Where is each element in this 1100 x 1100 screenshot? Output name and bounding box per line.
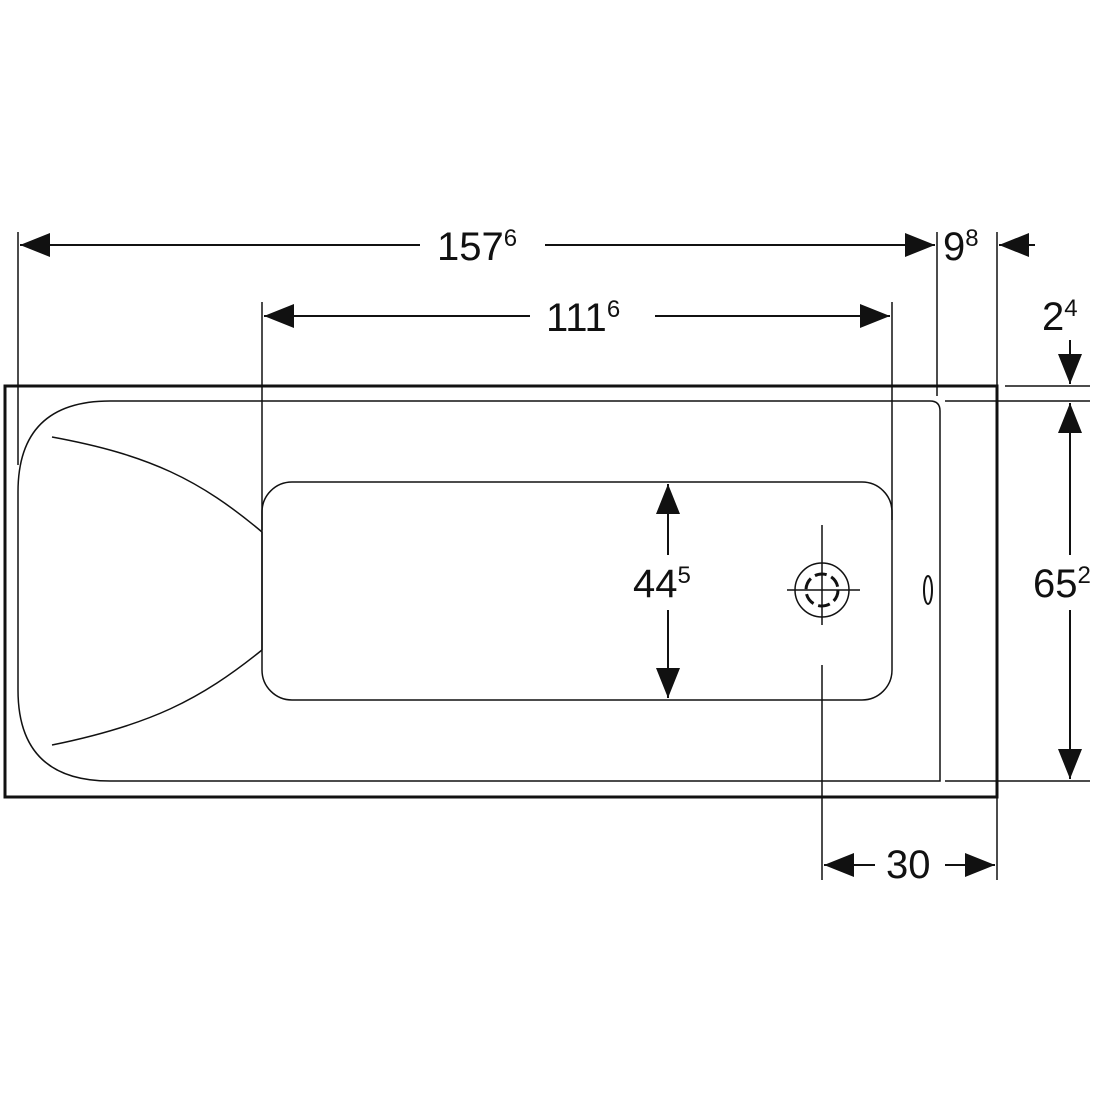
tub-outer-rim	[3, 384, 999, 799]
label-overall-length: 1576	[437, 225, 517, 269]
overflow-icon	[923, 575, 933, 605]
tub-floor	[261, 481, 893, 701]
label-floor-length: 1116	[546, 296, 620, 340]
drain-icon	[787, 525, 860, 880]
label-rim-right: 98	[943, 225, 979, 269]
label-floor-width: 445	[633, 562, 691, 606]
tub-inner-bowl	[17, 400, 941, 782]
label-drain-offset: 30	[886, 843, 931, 887]
label-inner-width: 652	[1033, 562, 1091, 606]
headrest-curve-top	[51, 436, 263, 533]
headrest-curve-bottom	[51, 649, 263, 746]
label-rim-top: 24	[1042, 295, 1078, 339]
